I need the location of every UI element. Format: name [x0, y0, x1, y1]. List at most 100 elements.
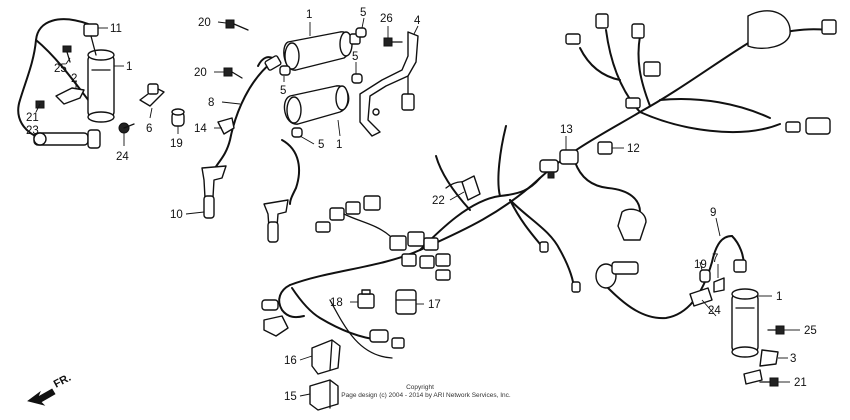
bullet-connector-left	[261, 299, 279, 311]
harness-connector-cluster	[389, 231, 451, 281]
callout-20-upper: 20	[198, 17, 211, 29]
callout-1-upper-center: 1	[306, 9, 312, 21]
spark-plug-cap-center-b	[263, 199, 289, 243]
callout-16: 16	[284, 355, 297, 367]
bolt-26	[383, 37, 403, 47]
relay-18	[357, 289, 375, 309]
ignition-coil-lower-center	[283, 85, 350, 125]
callout-1-lower-center: 1	[336, 139, 342, 151]
leader-lines	[35, 17, 800, 397]
bolt-20-b	[223, 67, 243, 79]
callout-4: 4	[414, 15, 421, 27]
callout-19-right: 19	[694, 259, 707, 271]
clip-14	[217, 117, 235, 135]
callout-7: 7	[712, 253, 718, 265]
relay-17	[395, 289, 417, 315]
grommet-5-a	[355, 27, 367, 38]
grommet-19-right	[699, 269, 711, 283]
connector-12	[597, 141, 613, 155]
connector-top-c	[643, 61, 661, 77]
harness-upper-branch-b	[637, 35, 651, 107]
ignition-coil-left-assembly	[17, 18, 185, 149]
callout-13: 13	[560, 124, 573, 136]
callout-6: 6	[146, 123, 152, 135]
harness-upper-tap	[435, 155, 471, 211]
bolt-20-a	[225, 19, 249, 31]
callout-5-top: 5	[360, 7, 366, 19]
callout-14: 14	[194, 123, 207, 135]
unit-16	[311, 339, 341, 375]
ignition-coil-upper-center	[283, 31, 361, 71]
bracket-3	[759, 349, 779, 367]
ignition-coil-right	[731, 288, 759, 358]
bolt-24-left	[118, 122, 135, 134]
callout-21-right: 21	[794, 377, 807, 389]
grommet-5-b	[351, 73, 363, 84]
coil-terminal-right	[733, 259, 747, 273]
copyright-line-1: Copyright	[406, 384, 434, 391]
ignition-coil-right-assembly	[595, 235, 785, 387]
callout-numbers: 11 25 1 2 21 23 6 19 24 20 20 8 14 10 1 …	[26, 7, 817, 403]
plug-wire-left	[17, 18, 89, 139]
connector-boot-left	[263, 315, 289, 337]
callout-26: 26	[380, 13, 393, 25]
spark-plug-cap-center-a	[201, 165, 227, 219]
callout-21-left: 21	[26, 112, 39, 124]
callout-17: 17	[428, 299, 441, 311]
bolt-25-left	[62, 45, 72, 63]
bolt-24-right	[689, 287, 713, 307]
connector-top-a	[595, 13, 609, 29]
callout-1-left: 1	[126, 61, 132, 73]
harness-left-loop	[278, 284, 305, 319]
callout-23: 23	[26, 125, 39, 137]
clamp-right	[743, 369, 763, 385]
spark-plug-cap-right	[595, 261, 639, 289]
connector-top-d	[565, 33, 581, 45]
callout-24-right: 24	[708, 305, 721, 317]
screw-21-right	[759, 377, 779, 387]
unit-15	[309, 379, 339, 411]
coil-bracket-4	[359, 31, 419, 137]
clip-7	[713, 277, 725, 293]
harness-right-branch	[659, 97, 771, 119]
bracket-2	[55, 87, 85, 105]
harness-mid-branch	[419, 177, 541, 251]
callout-19-left: 19	[170, 138, 183, 150]
connector-top-b	[631, 23, 645, 39]
callout-24-left: 24	[116, 151, 129, 163]
bullet-terminal-b	[539, 241, 549, 253]
callout-5-mid: 5	[280, 85, 286, 97]
connector-lower-mid	[329, 299, 405, 359]
callout-1-right: 1	[776, 291, 782, 303]
callout-5-bottom: 5	[318, 139, 324, 151]
callout-8: 8	[208, 97, 214, 109]
connector-boot-right	[617, 208, 647, 241]
coil-terminal-cap	[83, 23, 99, 37]
callout-9: 9	[710, 207, 716, 219]
coupler-right-small	[785, 121, 801, 133]
callout-22: 22	[432, 195, 445, 207]
ignition-coil-left	[87, 49, 115, 123]
copyright-line-2: Page design (c) 2004 - 2014 by ARI Netwo…	[341, 392, 511, 399]
grommet-5-d	[291, 127, 303, 138]
callout-10: 10	[170, 209, 183, 221]
callout-3: 3	[790, 353, 796, 365]
callout-15: 15	[284, 391, 297, 403]
callout-18: 18	[330, 297, 343, 309]
front-label: FR.	[52, 372, 73, 391]
harness-top-left-tap	[579, 47, 621, 81]
callout-25-left: 25	[54, 63, 67, 75]
harness-junction-13	[539, 149, 579, 179]
callout-20-lower: 20	[194, 67, 207, 79]
front-direction-indicator: FR.	[27, 372, 73, 406]
harness-lower-right-branch	[509, 199, 575, 291]
grommet-5-c	[279, 65, 291, 76]
harness-drop	[509, 199, 541, 245]
connector-6	[139, 83, 165, 107]
front-arrow-icon	[27, 388, 56, 406]
connector-top-e	[625, 97, 641, 109]
harness-right-branch-b	[639, 111, 781, 133]
harness-connector-upper-left	[315, 195, 391, 237]
callout-5-right: 5	[352, 51, 358, 63]
